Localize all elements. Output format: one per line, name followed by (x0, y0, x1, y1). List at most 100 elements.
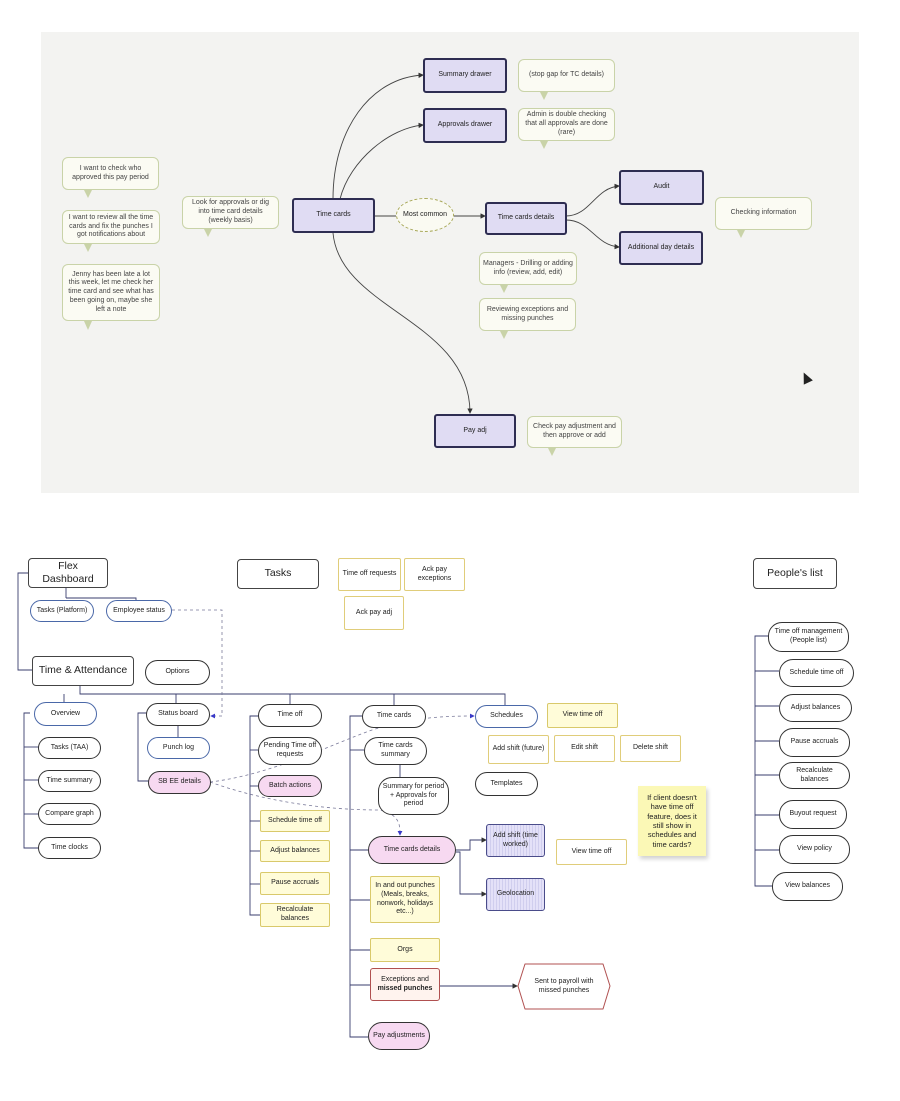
in-out-punches-label: In and out punches (Meals, breaks, nonwo… (375, 882, 435, 916)
in-out-punches-node[interactable]: In and out punches (Meals, breaks, nonwo… (370, 876, 440, 923)
note-jenny-late: Jenny has been late a lot this week, let… (62, 264, 160, 321)
options-node[interactable]: Options (145, 660, 210, 685)
note-stop-gap: (stop gap for TC details) (518, 59, 615, 92)
summary-for-period-node[interactable]: Summary for period + Approvals for perio… (378, 777, 449, 815)
time-cards-node[interactable]: Time cards (292, 198, 375, 233)
note-admin-double-check-text: Admin is double checking that all approv… (525, 111, 608, 136)
time-off-label: Time off (277, 711, 303, 719)
edit-shift-node[interactable]: Edit shift (554, 735, 615, 762)
geolocation-node[interactable]: Geolocation (486, 878, 545, 911)
people-pause-accruals[interactable]: Pause accruals (779, 728, 850, 757)
time-off-recalculate-balances[interactable]: Recalculate balances (260, 903, 330, 927)
note-managers-drilling: Managers - Drilling or adding info (revi… (479, 252, 577, 285)
people-adjust-balances[interactable]: Adjust balances (779, 694, 852, 722)
time-cards-tree-label: Time cards (376, 712, 412, 720)
audit-label: Audit (653, 183, 670, 191)
delete-shift-node[interactable]: Delete shift (620, 735, 681, 762)
sticky-note-text: If client doesn't have time off feature,… (647, 792, 697, 849)
task-ack-pay-adj[interactable]: Ack pay adj (344, 596, 404, 630)
sb-ee-details-node[interactable]: SB EE details (148, 771, 211, 794)
time-off-adjust-balances-label: Adjust balances (270, 846, 320, 854)
approvals-drawer-label: Approvals drawer (437, 121, 493, 129)
note-check-approver-text: I want to check who approved this pay pe… (72, 164, 149, 181)
people-view-balances[interactable]: View balances (772, 872, 843, 901)
sent-to-payroll-node[interactable]: Sent to payroll with missed punches (530, 968, 598, 1006)
batch-actions-node[interactable]: Batch actions (258, 775, 322, 797)
view-time-off-details[interactable]: View time off (556, 839, 627, 865)
people-adjust-balances-label: Adjust balances (790, 703, 841, 711)
tasks-header-node[interactable]: Tasks (237, 559, 319, 589)
options-label: Options (165, 668, 190, 676)
templates-node[interactable]: Templates (475, 772, 538, 796)
overview-node[interactable]: Overview (34, 702, 97, 726)
time-off-node[interactable]: Time off (258, 704, 322, 727)
people-schedule-time-off-label: Schedule time off (789, 668, 844, 676)
tasks-platform-node[interactable]: Tasks (Platform) (30, 600, 94, 622)
pay-adj-node[interactable]: Pay adj (434, 414, 516, 448)
pay-adj-label: Pay adj (463, 426, 487, 434)
people-time-off-management-label: Time off management (People list) (774, 628, 843, 644)
people-view-policy[interactable]: View policy (779, 835, 850, 864)
exceptions-label: Exceptions and (381, 975, 429, 983)
time-cards-label: Time cards (316, 211, 351, 219)
most-common-ellipse: Most common (396, 198, 454, 232)
note-look-for-approvals: Look for approvals or dig into time card… (182, 196, 279, 229)
add-shift-worked-node[interactable]: Add shift (time worked) (486, 824, 545, 857)
batch-actions-label: Batch actions (268, 781, 312, 789)
pending-time-off-requests-node[interactable]: Pending Time off requests (258, 737, 322, 765)
pay-adjustments-node[interactable]: Pay adjustments (368, 1022, 430, 1050)
sb-ee-details-label: SB EE details (158, 778, 201, 786)
note-review-time-cards: I want to review all the time cards and … (62, 210, 160, 244)
audit-node[interactable]: Audit (619, 170, 704, 205)
task-time-off-requests[interactable]: Time off requests (338, 558, 401, 591)
time-attendance-node[interactable]: Time & Attendance (32, 656, 134, 686)
peoples-list-label: People's list (767, 566, 823, 579)
flex-dashboard-node[interactable]: Flex Dashboard (28, 558, 108, 588)
people-recalculate-balances[interactable]: Recalculate balances (779, 762, 850, 789)
exceptions-missed-punches-node[interactable]: Exceptions and missed punches (370, 968, 440, 1001)
people-view-policy-label: View policy (797, 845, 832, 853)
add-shift-future-node[interactable]: Add shift (future) (488, 735, 549, 764)
overview-time-clocks[interactable]: Time clocks (38, 837, 101, 859)
delete-shift-label: Delete shift (632, 744, 669, 752)
employee-status-node[interactable]: Employee status (106, 600, 172, 622)
bubble-tail (204, 229, 212, 237)
summary-drawer-node[interactable]: Summary drawer (423, 58, 507, 93)
time-cards-details-node[interactable]: Time cards details (485, 202, 567, 235)
people-buyout-request-label: Buyout request (789, 810, 837, 818)
people-buyout-request[interactable]: Buyout request (779, 800, 847, 829)
time-off-pause-accruals[interactable]: Pause accruals (260, 872, 330, 895)
additional-day-details-node[interactable]: Additional day details (619, 231, 703, 265)
sent-to-payroll-diamond (517, 963, 611, 1010)
orgs-node[interactable]: Orgs (370, 938, 440, 962)
summary-for-period-label: Summary for period + Approvals for perio… (382, 782, 445, 808)
time-cards-details-label: Time cards details (497, 214, 555, 222)
add-shift-future-label: Add shift (future) (492, 745, 545, 753)
edit-shift-label: Edit shift (571, 744, 598, 752)
punch-log-label: Punch log (162, 743, 195, 751)
summary-drawer-label: Summary drawer (438, 71, 492, 79)
time-off-schedule-time-off[interactable]: Schedule time off (260, 810, 330, 832)
people-schedule-time-off[interactable]: Schedule time off (779, 659, 854, 687)
punch-log-node[interactable]: Punch log (147, 737, 210, 759)
peoples-list-node[interactable]: People's list (753, 558, 837, 589)
people-time-off-management[interactable]: Time off management (People list) (768, 622, 849, 652)
schedules-view-time-off[interactable]: View time off (547, 703, 618, 728)
task-ack-pay-exceptions[interactable]: Ack pay exceptions (404, 558, 465, 591)
overview-compare-graph[interactable]: Compare graph (38, 803, 101, 825)
note-stop-gap-text: (stop gap for TC details) (529, 71, 604, 79)
flex-dashboard-label: Flex Dashboard (42, 559, 94, 585)
approvals-drawer-node[interactable]: Approvals drawer (423, 108, 507, 143)
time-off-adjust-balances[interactable]: Adjust balances (260, 840, 330, 862)
time-off-schedule-time-off-label: Schedule time off (268, 816, 322, 824)
time-cards-summary-label: Time cards summary (378, 742, 413, 758)
schedules-node[interactable]: Schedules (475, 705, 538, 728)
status-board-node[interactable]: Status board (146, 703, 210, 726)
overview-tasks-taa[interactable]: Tasks (TAA) (38, 737, 101, 759)
time-cards-details-tree-node[interactable]: Time cards details (368, 836, 456, 864)
time-cards-tree-node[interactable]: Time cards (362, 705, 426, 728)
overview-time-summary[interactable]: Time summary (38, 770, 101, 792)
sticky-note: If client doesn't have time off feature,… (638, 786, 706, 856)
task-time-off-requests-label: Time off requests (342, 570, 397, 578)
time-cards-summary-node[interactable]: Time cards summary (364, 737, 427, 765)
